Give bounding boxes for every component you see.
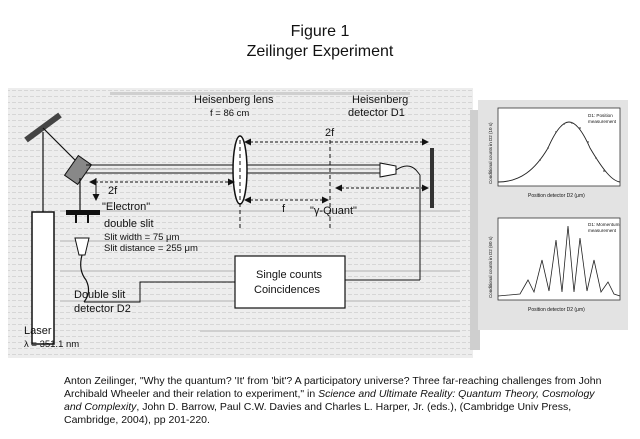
- inset-plots: D1: Position measurement Position detect…: [478, 100, 628, 330]
- inset-bottom-ylabel: Conditional counts in D2 (60 s): [488, 236, 493, 298]
- figure-subtitle: Zeilinger Experiment: [246, 43, 394, 60]
- wavelength-label: λ = 351.1 nm: [24, 339, 79, 350]
- mirror: [24, 112, 62, 143]
- diagram-background: [8, 88, 473, 358]
- inset-top-points: [539, 122, 605, 172]
- single-counts-label: Single counts: [256, 269, 323, 281]
- electron-label: "Electron": [102, 201, 150, 213]
- detector-d1-cable: [395, 165, 421, 176]
- citation-caption: Anton Zeilinger, "Why the quantum? 'It' …: [64, 375, 604, 427]
- caption-part-2: , John D. Barrow, Paul C.W. Davies and C…: [64, 401, 572, 426]
- detector-d2-label: detector D2: [74, 303, 131, 315]
- coincidence-box: [234, 255, 346, 309]
- detector-d2: [74, 237, 90, 256]
- detector-d2-cable: [80, 254, 90, 303]
- gamma-quant-label: "γ-Quant": [310, 205, 357, 217]
- inset-top-legend-2: measurement: [588, 119, 617, 124]
- caption-part-1: Anton Zeilinger, "Why the quantum? 'It' …: [64, 375, 602, 400]
- double-slit-detector-label: Double slit: [74, 289, 125, 301]
- laser-label: Laser: [24, 325, 52, 337]
- two-f-left-label: 2f: [108, 185, 118, 197]
- slit-distance-label: Slit distance = 255 μm: [104, 243, 198, 254]
- caption-book-title: Science and Ultimate Reality: Quantum Th…: [64, 388, 595, 413]
- inset-top-xlabel: Position detector D2 (μm): [528, 193, 585, 199]
- double-slit-label: double slit: [104, 218, 154, 230]
- inset-top-legend-1: D1: Position: [588, 113, 613, 118]
- detector-d1: [379, 162, 397, 178]
- inset-bottom-legend-2: measurement: [588, 228, 617, 233]
- detector-d1-label: detector D1: [348, 107, 405, 119]
- double-slit: [66, 210, 100, 215]
- figure-title: Figure 1: [290, 23, 350, 40]
- inset-bottom-curve: [497, 225, 621, 297]
- inset-top-curve: [497, 121, 621, 183]
- crystal: [63, 154, 93, 186]
- experiment-diagram: Heisenberg lens f = 86 cm Heisenberg det…: [8, 88, 628, 358]
- inset-top-ylabel: Conditional counts in D2 (10 s): [488, 122, 493, 184]
- inset-bottom-xlabel: Position detector D2 (μm): [528, 307, 585, 313]
- cable-d2-box-path: [84, 281, 235, 303]
- two-f-top-label: 2f: [325, 127, 335, 139]
- detector-d1-plate: [430, 148, 434, 208]
- heisenberg-detector-label: Heisenberg: [352, 94, 408, 106]
- coincidences-label: Coincidences: [254, 284, 321, 296]
- heisenberg-lens-label: Heisenberg lens: [194, 94, 274, 106]
- f-label: f: [282, 203, 286, 215]
- slit-width-label: Slit width = 75 μm: [104, 232, 180, 243]
- focal-length-label: f = 86 cm: [210, 108, 249, 119]
- inset-bottom-legend-1: D1: Momentum: [588, 222, 620, 227]
- inset-top-frame: [497, 107, 621, 187]
